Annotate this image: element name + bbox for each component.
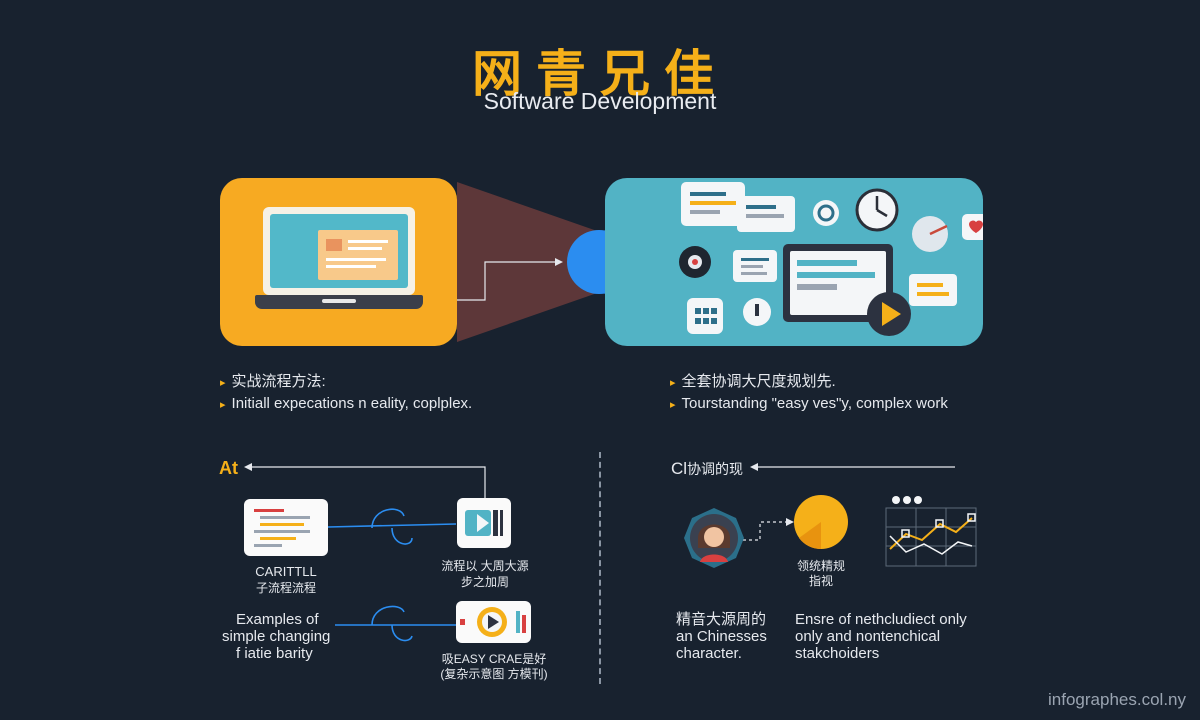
arrow-head-left	[555, 258, 563, 266]
flow-hook-4	[391, 624, 413, 642]
monitor-icon	[783, 244, 893, 322]
pie-sublabel: 指视	[808, 574, 833, 588]
dashed-link-head	[786, 518, 794, 526]
code-card-label: CARITTLL	[255, 564, 317, 579]
modern-system-card	[605, 178, 983, 346]
chat-bubble-icon	[681, 182, 745, 226]
laptop-trackpad	[322, 299, 356, 303]
bottom-left-section-label: At	[219, 458, 238, 478]
icon-collage	[679, 182, 983, 336]
media-card-label: 吸EASY CRAE是好	[441, 652, 547, 666]
flow-hook-3	[371, 605, 405, 626]
forward-icon	[465, 510, 503, 536]
flow-hook-2	[391, 527, 413, 545]
gear-icon	[679, 246, 711, 278]
info-icon	[743, 298, 771, 326]
arrow-line-left	[457, 261, 555, 301]
bullet-icon: ▸	[670, 377, 676, 389]
message-icon	[737, 196, 795, 232]
media-card	[456, 601, 531, 643]
code-card	[244, 499, 328, 556]
footer-credit: infographes.col.ny	[1048, 690, 1186, 709]
pie-label: 领统精规	[796, 559, 845, 573]
bullet-icon: ▸	[220, 399, 226, 411]
clock-icon	[855, 188, 899, 232]
forward-card	[457, 498, 511, 548]
heart-icon	[962, 214, 983, 240]
flow-hook-1	[371, 508, 405, 529]
gauge-icon	[912, 216, 948, 252]
right-panel-heading: ▸全套协调大尺度规划先.	[670, 373, 836, 390]
forward-card-sublabel: 步之加周	[460, 575, 509, 589]
feedback-arrow-head-left	[244, 463, 252, 471]
left-panel-heading: ▸实战流程方法:	[220, 373, 326, 390]
dashed-link	[743, 521, 788, 541]
page-subtitle: Software Development	[483, 88, 717, 114]
app-grid-icon	[687, 298, 723, 334]
media-card-sublabel: (复杂示意图 方模刊)	[440, 667, 548, 681]
note-card-icon	[909, 274, 957, 306]
page-title: 网青兄佳	[472, 45, 728, 103]
feedback-arrow-left	[252, 466, 486, 498]
play-button-icon	[867, 292, 911, 336]
code-lines-icon	[254, 509, 310, 547]
section-divider	[599, 452, 601, 684]
laptop-window-lines	[326, 239, 388, 268]
code-card-sublabel: 子流程流程	[255, 581, 316, 595]
left-panel-caption: ▸Initiall expecations n eality, coplplex…	[220, 395, 473, 412]
search-icon	[813, 200, 839, 226]
feedback-arrow-head-right	[750, 463, 758, 471]
right-panel-caption: ▸Tourstanding "easy ves"y, complex work	[670, 395, 948, 412]
bullet-icon: ▸	[670, 399, 676, 411]
laptop-window	[318, 230, 398, 280]
examples-description: Examples of simple changing f iatie bari…	[222, 611, 331, 662]
play-icon	[460, 607, 526, 637]
stakeholder-description: Ensre of nethcludiect only only and nont…	[795, 611, 967, 662]
forward-card-label: 流程以 大周大源	[441, 559, 529, 573]
line-graph-icon	[885, 496, 977, 567]
bullet-icon: ▸	[220, 377, 226, 389]
bottom-right-section-label: Cl协调的现	[671, 459, 744, 478]
person-avatar-icon	[684, 508, 744, 568]
flow-line-1	[327, 523, 457, 528]
pie-chart-icon	[794, 495, 848, 550]
person-description: 精音大源周的 an Chinesses character.	[676, 611, 767, 662]
chat-card-icon	[733, 250, 777, 282]
